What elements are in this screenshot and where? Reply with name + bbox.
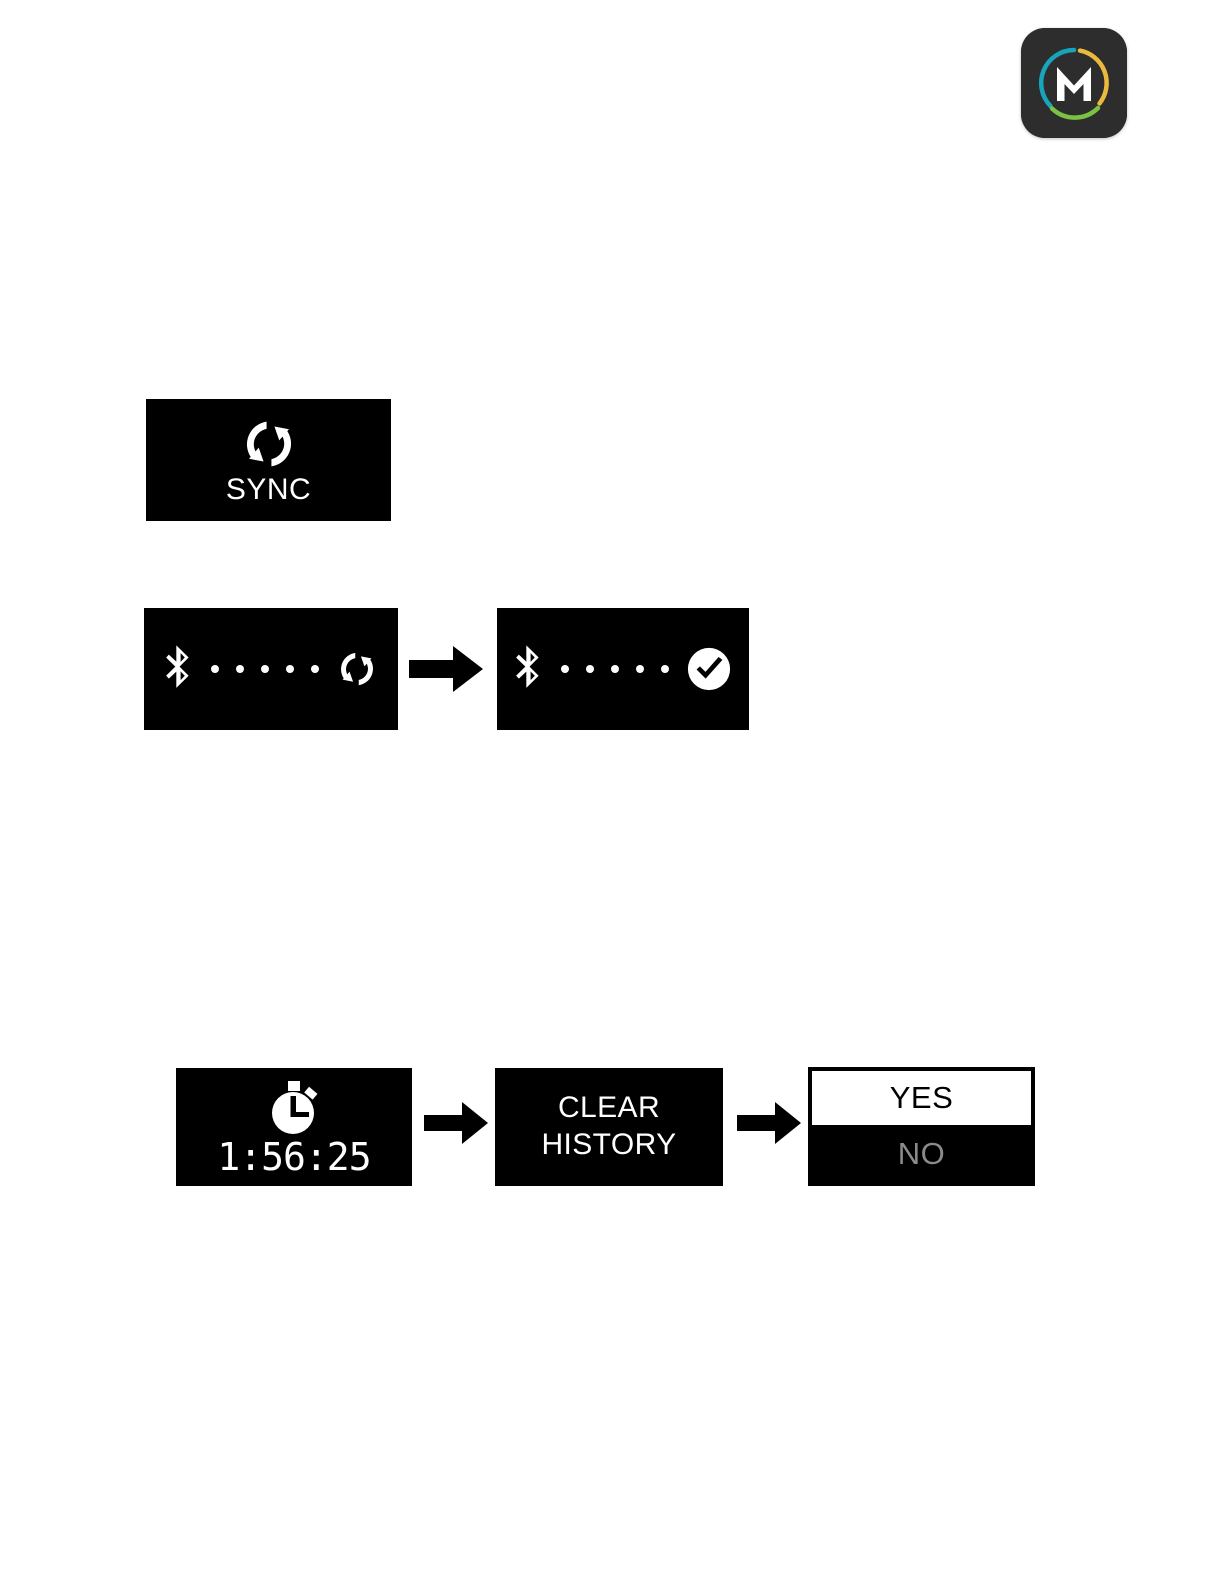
right-arrow-icon [424,1102,488,1144]
clear-history-line-1: CLEAR [557,1091,661,1125]
connection-dot [236,665,244,673]
watch-screen-sync[interactable]: SYNC [146,399,391,521]
connection-dot [561,665,569,673]
bluetooth-icon [516,645,539,688]
connection-dot [611,665,619,673]
bluetooth-connected-row [497,643,749,695]
connection-dots [208,665,322,673]
confirm-option-yes[interactable]: YES [812,1071,1031,1125]
sync-arrows-icon [341,652,373,686]
connection-dot [661,665,669,673]
clear-history-line-2: HISTORY [541,1128,677,1161]
connection-dot [261,665,269,673]
app-logo [1021,28,1127,138]
mapmy-logo-icon [1021,28,1127,138]
connection-dot [586,665,594,673]
watch-screen-bluetooth-connected[interactable] [497,608,749,730]
stopwatch-icon [272,1080,318,1134]
watch-screen-bluetooth-syncing[interactable] [144,608,398,730]
confirm-option-no[interactable]: NO [812,1125,1031,1182]
connection-dot [311,665,319,673]
bluetooth-sync-row [144,643,398,695]
timer-value: 1:56:25 [217,1134,371,1179]
bluetooth-icon [166,645,189,688]
right-arrow-icon [737,1102,801,1144]
connection-dots [558,665,672,673]
sync-arrows-icon [246,421,291,467]
watch-screen-clear-history[interactable]: CLEAR HISTORY [495,1068,723,1186]
watch-screen-confirm-clear[interactable]: YES NO [808,1067,1035,1186]
watch-screen-timer[interactable]: 1:56:25 [176,1068,412,1186]
check-circle-icon [687,647,731,691]
sync-label: SYNC [225,473,312,506]
connection-dot [286,665,294,673]
connection-dot [636,665,644,673]
right-arrow-icon [409,646,483,692]
connection-dot [211,665,219,673]
